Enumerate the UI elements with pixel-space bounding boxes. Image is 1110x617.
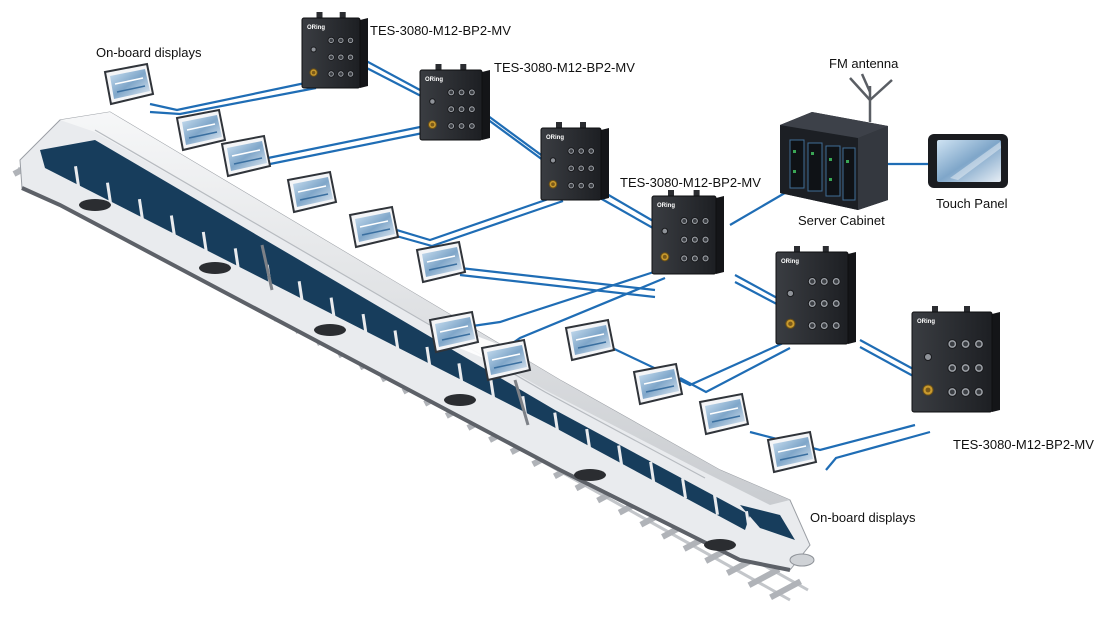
onboard-display-icon <box>698 392 750 436</box>
fm-antenna-icon <box>849 73 893 122</box>
switch-label-1: TES-3080-M12-BP2-MV <box>370 23 511 38</box>
brand-logo: ORing <box>546 135 564 141</box>
switch-label-3: TES-3080-M12-BP2-MV <box>620 175 761 190</box>
link-switch4-server <box>729 189 791 226</box>
link-display-switch5-b <box>679 347 791 394</box>
train-roof <box>60 112 790 505</box>
onboard-displays <box>103 62 818 474</box>
fm-antenna-label: FM antenna <box>829 56 899 71</box>
train <box>19 111 815 572</box>
onboard-displays-label-top: On-board displays <box>96 45 202 60</box>
link-switch5-switch6-b <box>859 346 916 378</box>
link-display-switch4-a <box>459 266 656 292</box>
brand-logo: ORing <box>781 259 799 265</box>
industrial-switch-icon: ORing <box>775 246 856 345</box>
industrial-switch-icon: ORing <box>540 122 609 201</box>
server-cabinet-label: Server Cabinet <box>798 213 885 228</box>
onboard-display-icon <box>286 170 338 214</box>
onboard-display-icon <box>220 134 272 178</box>
link-display-switch2-a <box>267 124 426 160</box>
onboard-display-icon <box>632 362 684 406</box>
link-display-switch6-b <box>825 430 931 471</box>
server-cabinet <box>780 73 893 210</box>
industrial-switch-icon: ORing <box>419 64 490 141</box>
link-switch2-switch3-a <box>479 109 549 161</box>
onboard-display-icon <box>428 310 480 354</box>
onboard-display-icon <box>348 205 400 249</box>
link-switch2-switch3-b <box>482 115 552 167</box>
link-display-switch1-a <box>149 80 311 112</box>
link-display-switch4-b <box>459 273 656 299</box>
onboard-display-icon <box>175 108 227 152</box>
switch-label-2: TES-3080-M12-BP2-MV <box>494 60 635 75</box>
touch-panel <box>928 134 1008 188</box>
touch-panel-label: Touch Panel <box>936 196 1008 211</box>
link-display-switch2-b <box>269 130 429 166</box>
brand-logo: ORing <box>917 319 935 325</box>
onboard-display-icon <box>103 62 155 106</box>
train-windshield <box>740 505 795 540</box>
link-switch5-switch6-a <box>859 339 916 371</box>
onboard-display-icon <box>564 318 616 362</box>
industrial-switch-icon: ORing <box>911 306 1000 413</box>
onboard-display-icon <box>766 430 818 474</box>
link-display-switch1-b <box>149 86 317 116</box>
industrial-switch-icon: ORing <box>651 190 724 275</box>
link-switch3-switch4-a <box>599 189 661 226</box>
link-display-switch3-b <box>381 199 564 248</box>
brand-logo: ORing <box>307 25 325 31</box>
onboard-display-icon <box>415 240 467 284</box>
link-switch3-switch4-b <box>599 197 661 233</box>
onboard-display-icon <box>480 338 532 382</box>
brand-logo: ORing <box>425 77 443 83</box>
industrial-switch-icon: ORing <box>301 12 368 89</box>
onboard-displays-label-bottom: On-board displays <box>810 510 916 525</box>
brand-logo: ORing <box>657 203 675 209</box>
switch-label-4: TES-3080-M12-BP2-MV <box>953 437 1094 452</box>
link-display-switch5-a <box>605 338 791 387</box>
